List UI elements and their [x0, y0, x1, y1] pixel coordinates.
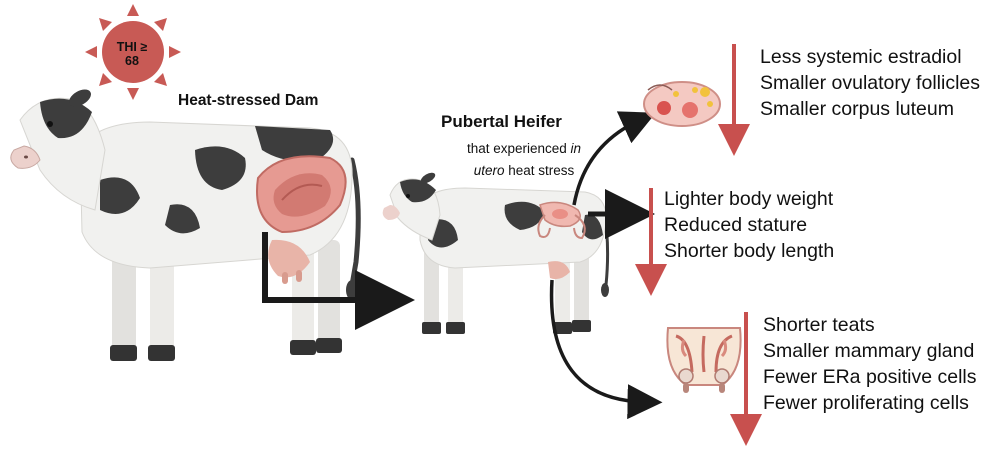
- effect-item: Shorter teats: [763, 314, 875, 336]
- effect-item: Smaller corpus luteum: [760, 98, 954, 120]
- heifer-subtitle-text: that experienced: [466, 141, 571, 156]
- heifer-cow-icon: [382, 172, 610, 334]
- flow-arrow-to-mammary: [549, 279, 663, 420]
- effect-item: Fewer ERa positive cells: [763, 366, 977, 388]
- heifer-subtitle-text-end: heat stress: [504, 163, 575, 178]
- heifer-subtitle: that experienced in utero heat stress: [444, 138, 604, 182]
- effect-item: Smaller mammary gland: [763, 340, 975, 362]
- mammary-effects-list: Shorter teats Smaller mammary gland Fewe…: [763, 312, 977, 416]
- effect-item: Less systemic estradiol: [760, 46, 962, 68]
- flow-arrow-dam-to-heifer: [262, 232, 415, 330]
- reproductive-effects-list: Less systemic estradiol Smaller ovulator…: [760, 44, 980, 122]
- heifer-title: Pubertal Heifer: [441, 112, 562, 131]
- dam-label: Heat-stressed Dam: [178, 92, 319, 109]
- effect-item: Fewer proliferating cells: [763, 392, 969, 414]
- heifer-subtitle-italic-in: in: [570, 141, 582, 156]
- effect-item: Lighter body weight: [664, 188, 834, 210]
- sun-icon: [85, 4, 181, 100]
- growth-effects-list: Lighter body weight Reduced stature Shor…: [664, 186, 834, 264]
- heifer-reproductive-tract-icon: [537, 201, 586, 240]
- mammary-gland-icon: [666, 327, 742, 393]
- uterus-fetus-icon: [256, 155, 347, 234]
- effect-item: Reduced stature: [664, 214, 808, 236]
- flow-arrow-to-reproduction: [572, 111, 656, 206]
- sun-label: THI ≥ 68: [116, 40, 148, 68]
- ovary-icon: [643, 81, 721, 127]
- effect-item: Smaller ovulatory follicles: [760, 72, 980, 94]
- effect-item: Shorter body length: [664, 240, 835, 262]
- heifer-subtitle-italic-utero: utero: [473, 163, 505, 178]
